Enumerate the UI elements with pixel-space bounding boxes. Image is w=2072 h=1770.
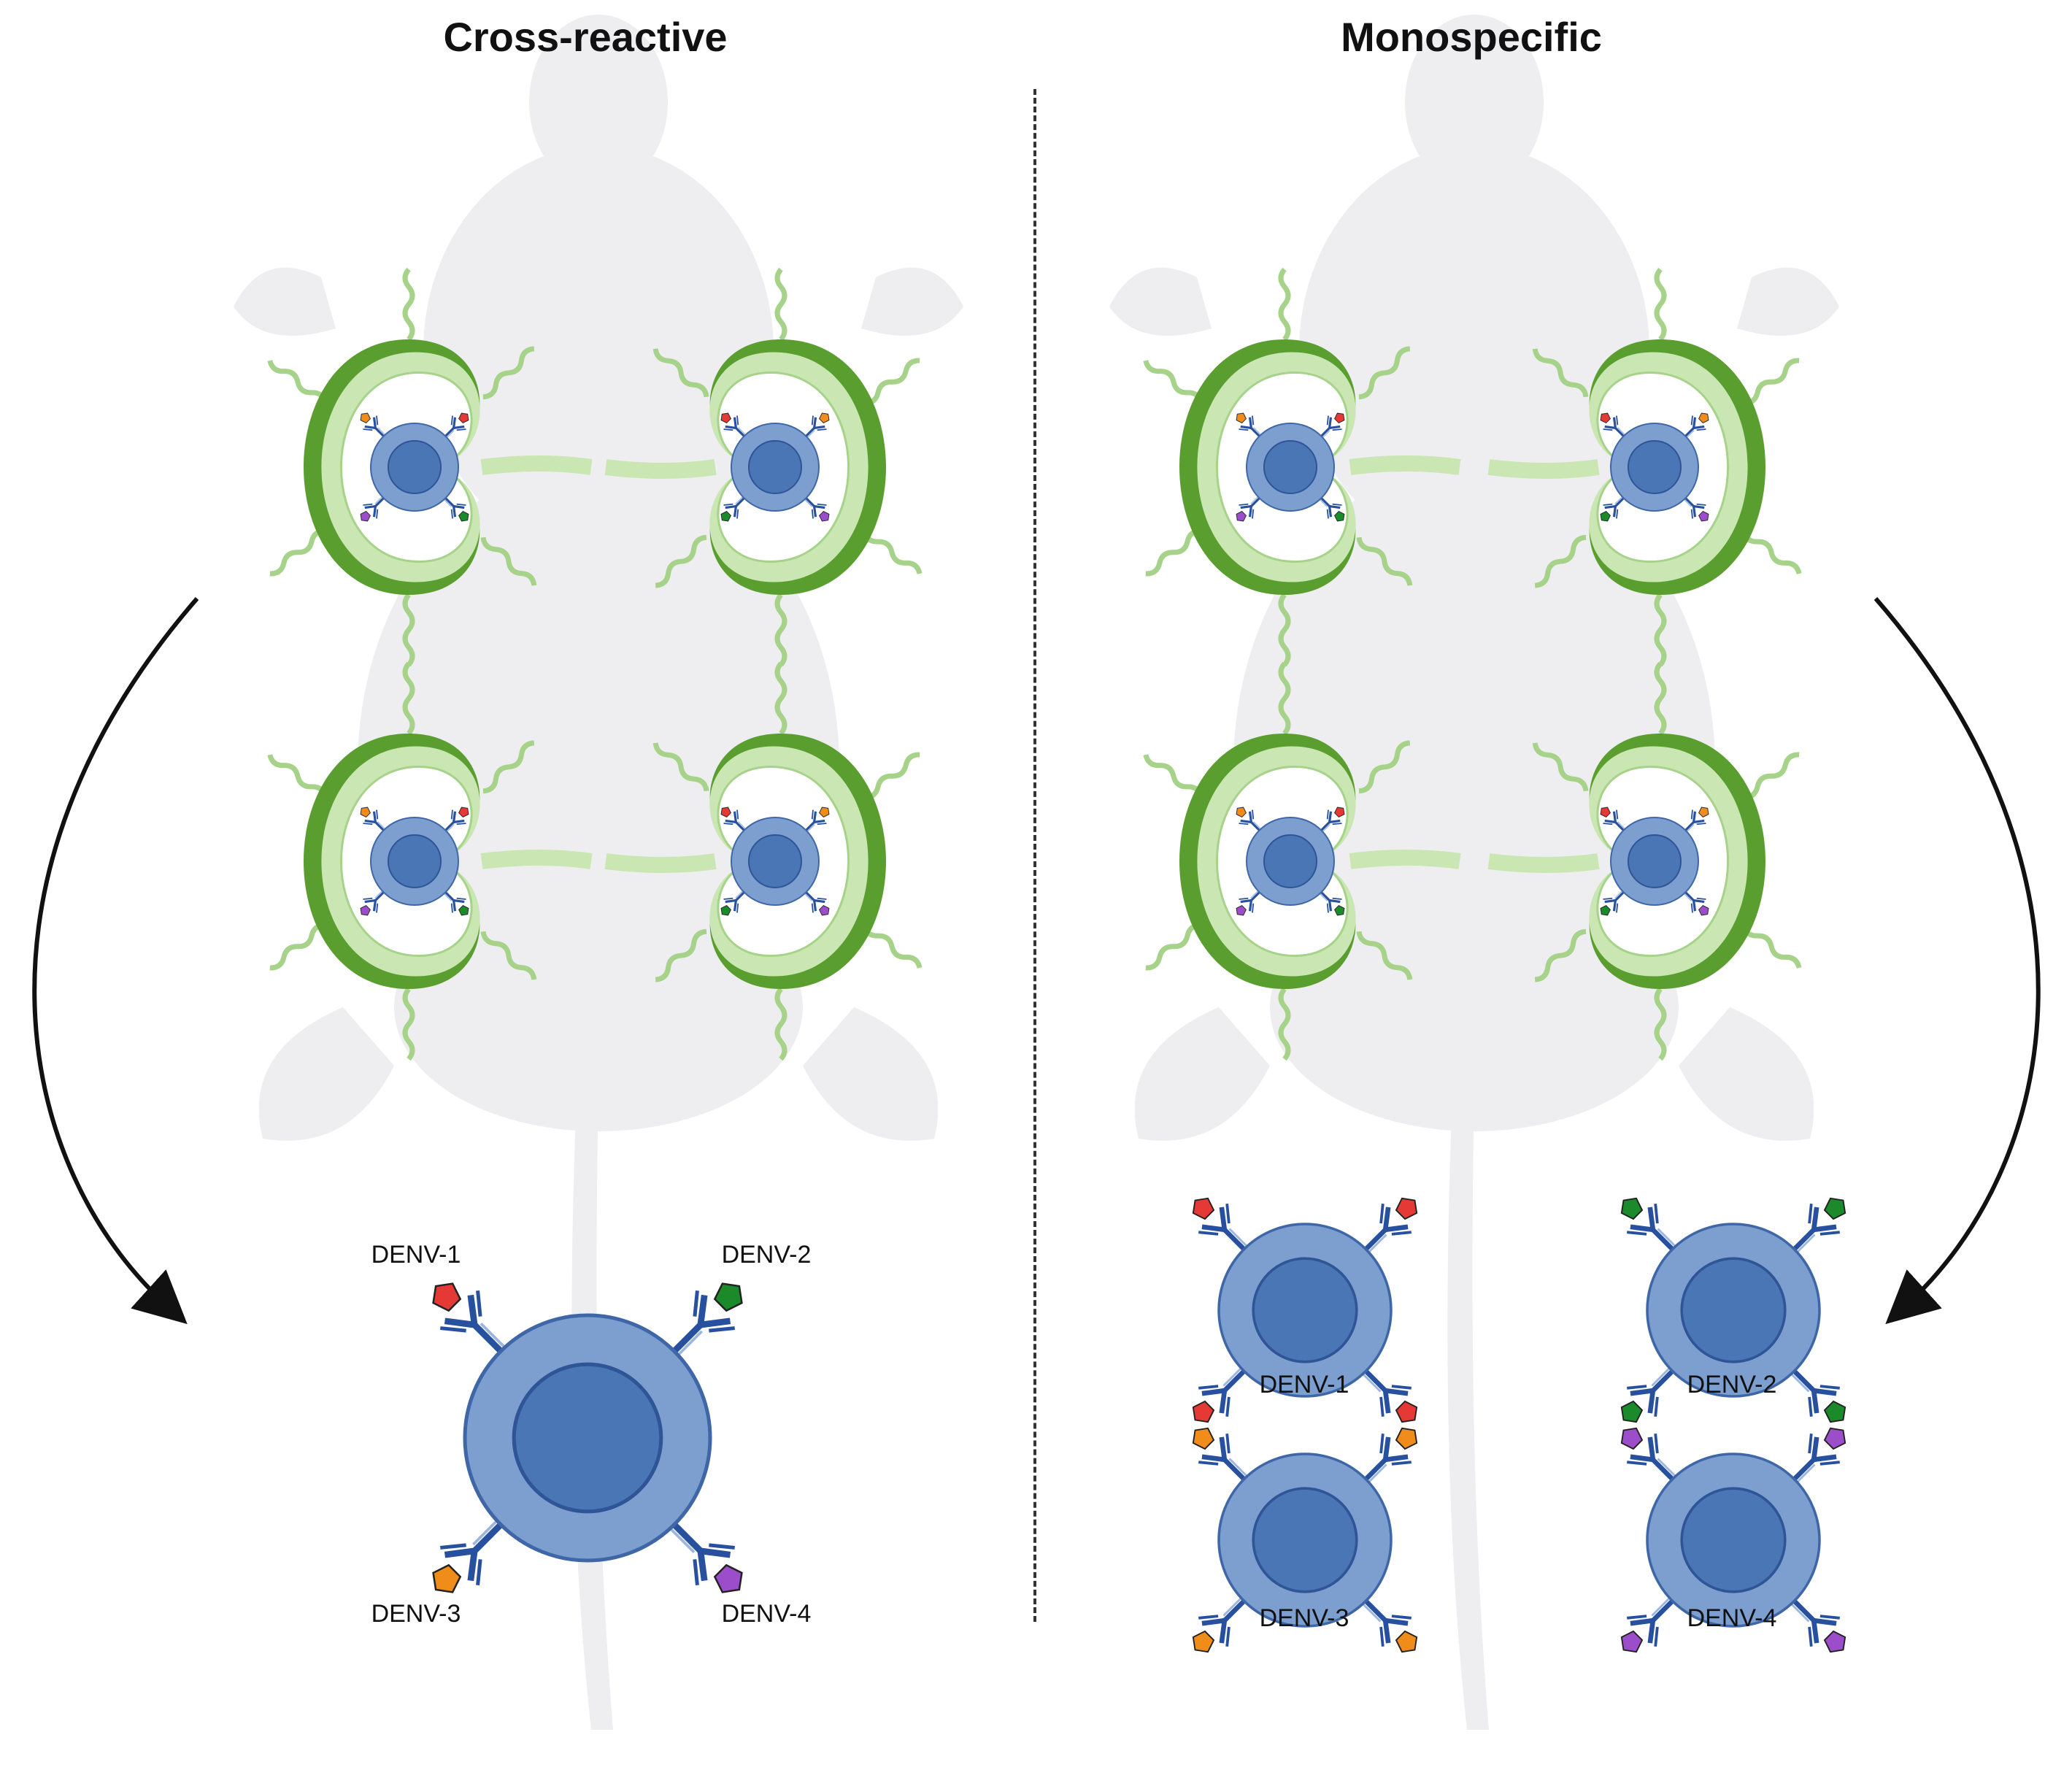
b-cell-icon: [1187, 1192, 1423, 1428]
b-cell-icon: [1233, 410, 1347, 524]
b-cell-icon: [718, 804, 832, 918]
virus-antigen-icon: [1615, 1397, 1647, 1428]
lymph-node-icon: [653, 663, 922, 1059]
lymph-node-icon: [653, 269, 922, 665]
b-cell-icon: [1233, 804, 1347, 918]
b-cell-icon: [1598, 410, 1711, 524]
virus-antigen-icon: [1615, 1422, 1647, 1453]
b-cell-icon: [1187, 1422, 1423, 1658]
virus-antigen-icon: [1392, 1627, 1423, 1658]
virus-antigen-icon: [425, 1560, 466, 1601]
virus-antigen-icon: [709, 1275, 750, 1316]
lymph-node-icon: [1533, 663, 1801, 1059]
label-right-denv4: DENV-4: [1687, 1604, 1777, 1632]
b-cell-icon: [358, 804, 471, 918]
label-left-denv1: DENV-1: [371, 1241, 461, 1269]
virus-antigen-icon: [1187, 1627, 1218, 1658]
virus-antigen-icon: [1187, 1422, 1218, 1453]
virus-antigen-icon: [1820, 1627, 1852, 1658]
label-right-denv3: DENV-3: [1259, 1604, 1349, 1632]
lymph-node-icon: [1533, 269, 1801, 665]
virus-antigen-icon: [1820, 1192, 1852, 1223]
virus-antigen-icon: [709, 1560, 750, 1601]
curved-arrow-left: [32, 597, 199, 1325]
panel-title-right: Monospecific: [1341, 14, 1602, 60]
lymph-node-icon: [268, 663, 536, 1059]
b-cell-icon: [1615, 1192, 1852, 1428]
curved-arrow-right: [1873, 597, 2041, 1325]
virus-antigen-icon: [1187, 1192, 1218, 1223]
lymph-vessel-connectors: [480, 455, 1600, 873]
virus-antigen-icon: [1615, 1192, 1647, 1223]
b-cell-icon: [718, 410, 832, 524]
label-left-denv3: DENV-3: [371, 1600, 461, 1628]
lymph-node-icon: [1144, 269, 1412, 665]
virus-antigen-icon: [1820, 1397, 1852, 1428]
virus-antigen-icon: [1392, 1397, 1423, 1428]
b-cell-icon: [425, 1275, 750, 1601]
b-cell-icon: [1598, 804, 1711, 918]
panel-title-left: Cross-reactive: [443, 14, 728, 60]
lymph-node-icon: [1144, 663, 1412, 1059]
b-cell-icon: [358, 410, 471, 524]
virus-antigen-icon: [1820, 1422, 1852, 1453]
label-right-denv1: DENV-1: [1259, 1371, 1349, 1398]
panel-divider: [1033, 89, 1036, 1622]
label-left-denv2: DENV-2: [721, 1241, 812, 1269]
virus-antigen-icon: [1392, 1422, 1423, 1453]
virus-antigen-icon: [1615, 1627, 1647, 1658]
lymph-node-icon: [268, 269, 536, 665]
b-cell-icon: [1615, 1422, 1852, 1658]
virus-antigen-icon: [425, 1275, 466, 1316]
label-left-denv4: DENV-4: [721, 1600, 812, 1628]
virus-antigen-icon: [1187, 1397, 1218, 1428]
virus-antigen-icon: [1392, 1192, 1423, 1223]
label-right-denv2: DENV-2: [1687, 1371, 1777, 1398]
